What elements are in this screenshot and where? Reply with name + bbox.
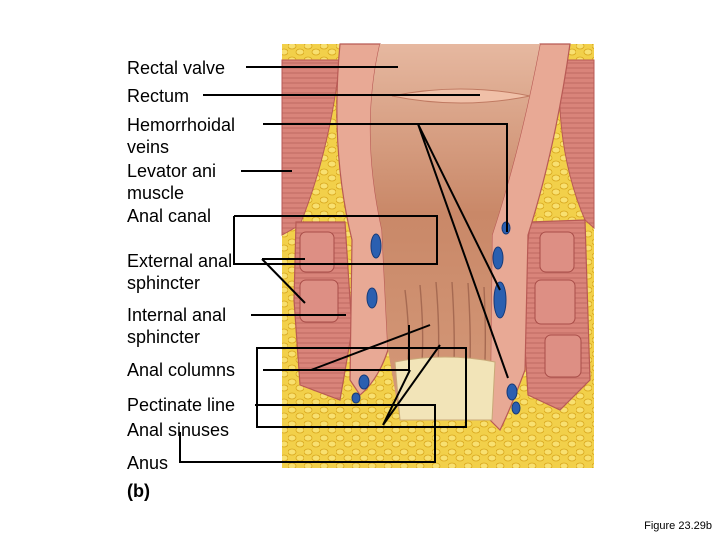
label-anal-canal-line: Anal canal (127, 206, 212, 226)
label-rectal-valve-line: Rectal valve (127, 58, 226, 78)
leader-pectinate-line (256, 347, 467, 428)
anatomy-illustration (281, 43, 595, 468)
label-anal-sinuses: Anal sinuses (127, 419, 229, 441)
muscle-segment (299, 279, 339, 323)
leader-hemorrhoidal-veins (263, 123, 509, 379)
label-anal-columns-line: Anal columns (127, 360, 236, 380)
muscle-segment (299, 231, 335, 273)
figure-caption: Figure 23.29b (644, 520, 712, 532)
label-rectal-valve: Rectal valve (127, 57, 225, 79)
label-external-sphincter-line: External anal (127, 251, 233, 271)
label-hemorrhoidal-veins-line: Hemorrhoidal (127, 115, 236, 135)
leader-anal-canal (233, 215, 438, 265)
label-anus: Anus (127, 452, 168, 474)
label-external-sphincter-line: sphincter (127, 273, 201, 293)
label-rectum-line: Rectum (127, 86, 190, 106)
label-internal-sphincter-line: sphincter (127, 327, 201, 347)
label-hemorrhoidal-veins-line: veins (127, 137, 170, 157)
label-pectinate-line: Pectinate line (127, 394, 235, 416)
label-levator-ani-line: muscle (127, 183, 185, 203)
label-levator-ani-line: Levator ani (127, 161, 217, 181)
leader-anal-sinuses (179, 404, 436, 463)
muscle-segment (539, 231, 575, 273)
muscle-segment (534, 279, 576, 325)
label-rectum: Rectum (127, 85, 189, 107)
panel-label: (b) (127, 481, 150, 501)
leader-pectinate-pointer (382, 344, 441, 426)
muscle-segment (544, 334, 582, 378)
label-internal-sphincter-line: Internal anal (127, 305, 227, 325)
hemorrhoidal-veins-illustration (351, 221, 521, 415)
leader-external-sphincter (261, 258, 306, 304)
label-anus-line: Anus (127, 453, 169, 473)
label-anal-canal: Anal canal (127, 205, 211, 227)
label-anal-sinuses-line: Anal sinuses (127, 420, 230, 440)
leader-lines (179, 66, 509, 463)
label-anal-columns: Anal columns (127, 359, 235, 381)
label-pectinate-line-line: Pectinate line (127, 395, 236, 415)
